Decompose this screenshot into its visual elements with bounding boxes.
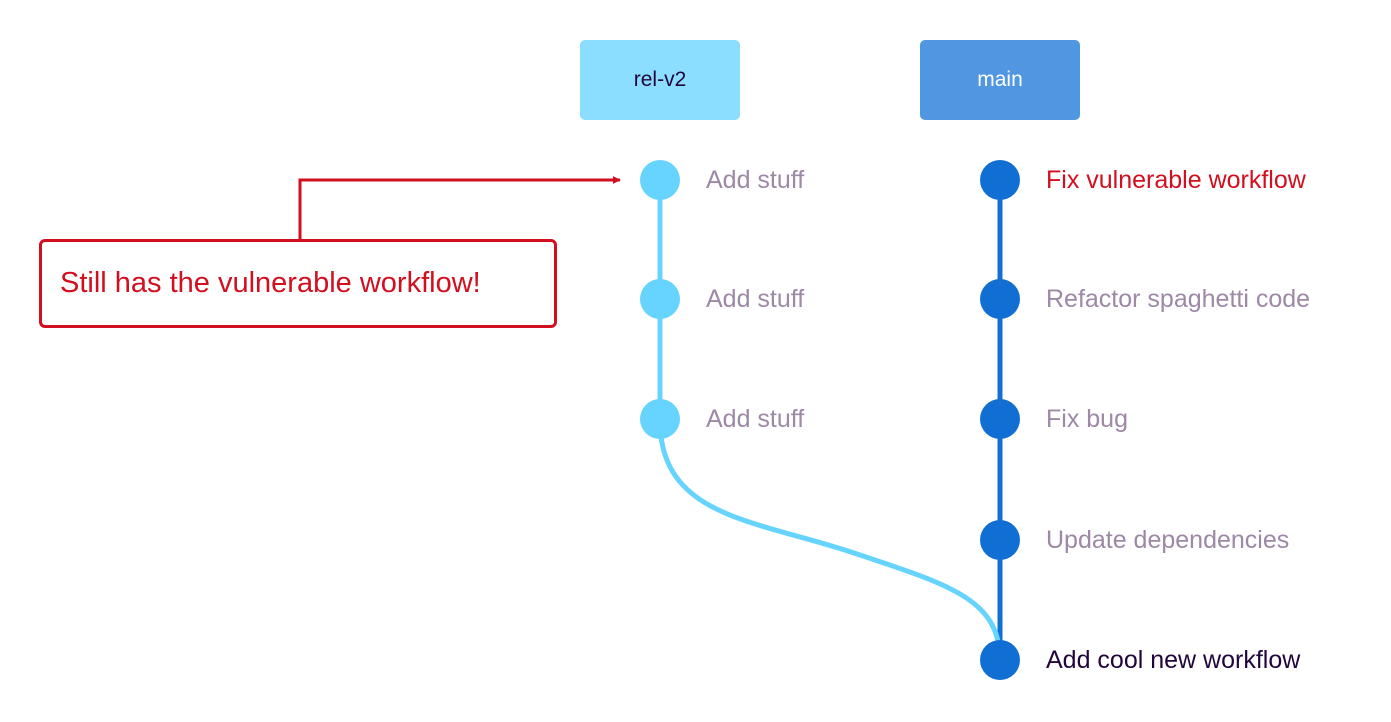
branch-label-main[interactable]: main — [920, 40, 1080, 120]
main-commit-dot[interactable] — [980, 279, 1020, 319]
main-commit-message: Refactor spaghetti code — [1046, 285, 1311, 313]
branch-name-main: main — [977, 68, 1023, 91]
main-commit-message: Fix bug — [1046, 405, 1128, 433]
rel-commit-message: Add stuff — [706, 166, 805, 194]
rel-commit-message: Add stuff — [706, 405, 805, 433]
rel-commit-dot[interactable] — [640, 160, 680, 200]
callout-arrow — [298, 176, 621, 239]
branch-name-rel: rel-v2 — [633, 68, 687, 91]
main-commit-message-base: Add cool new workflow — [1046, 646, 1301, 674]
main-commit-message-highlighted: Fix vulnerable workflow — [1046, 166, 1306, 194]
branch-fork-curve — [657, 419, 1003, 661]
main-commit-message: Update dependencies — [1046, 526, 1290, 554]
warning-callout-text: Still has the vulnerable workflow! — [60, 267, 481, 299]
rel-commit-dot[interactable] — [640, 279, 680, 319]
rel-commit-message: Add stuff — [706, 285, 805, 313]
branch-label-rel[interactable]: rel-v2 — [580, 40, 740, 120]
main-commit-dot[interactable] — [980, 160, 1020, 200]
rel-commit-dot[interactable] — [640, 399, 680, 439]
main-commit-dot[interactable] — [980, 520, 1020, 560]
main-commit-dot[interactable] — [980, 640, 1020, 680]
warning-callout: Still has the vulnerable workflow! — [39, 239, 557, 328]
main-commit-dot[interactable] — [980, 399, 1020, 439]
